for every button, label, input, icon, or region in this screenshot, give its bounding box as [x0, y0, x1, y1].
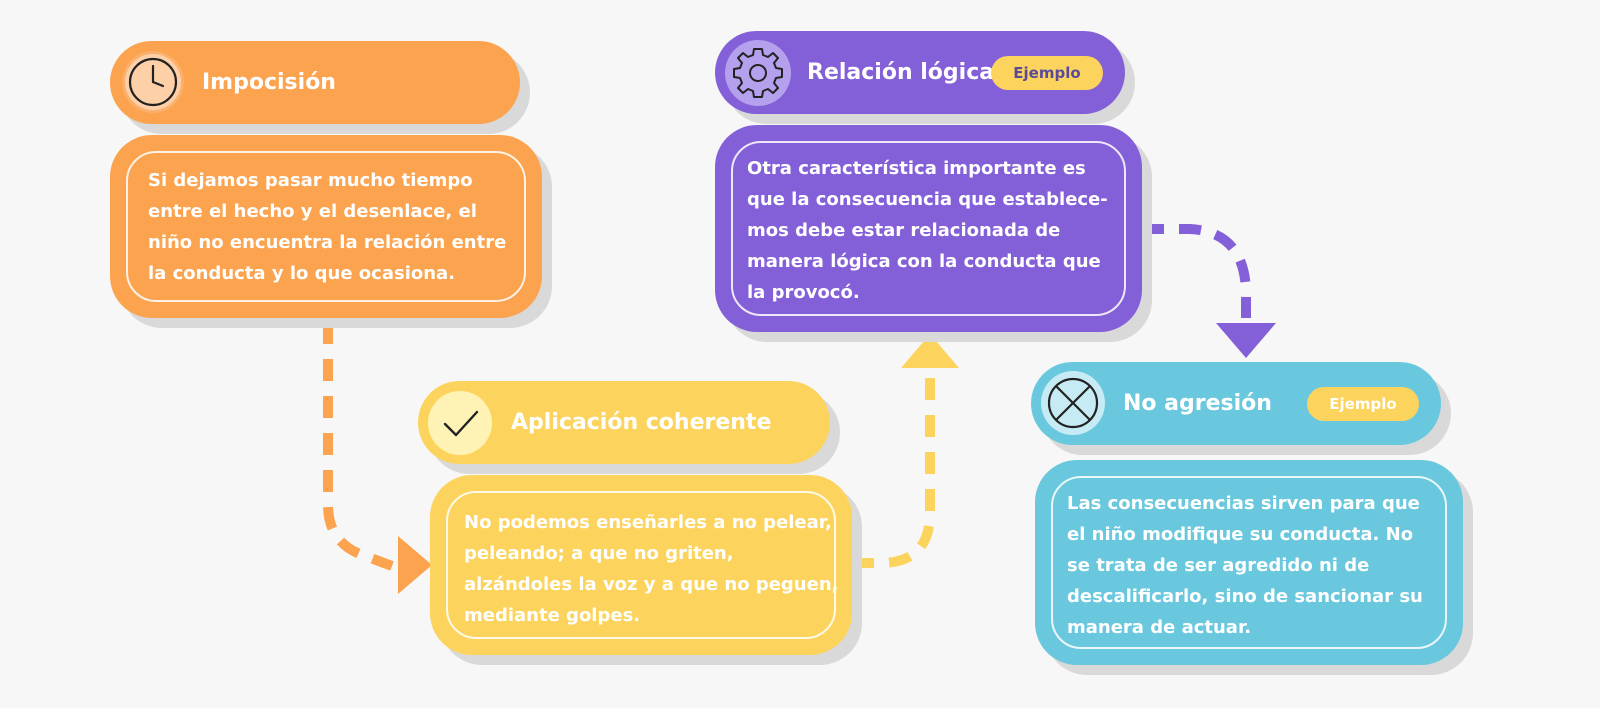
clock-icon	[122, 51, 184, 113]
step-title: Impocisión	[202, 70, 336, 95]
step-description: Si dejamos pasar mucho tiempo entre el h…	[148, 170, 507, 284]
connector-orange	[323, 322, 394, 571]
step-body-aplicacion-coherente: No podemos enseñarles a no pelear, pelea…	[430, 475, 852, 655]
body-inner-frame	[1051, 476, 1447, 649]
connector-purple	[1142, 224, 1252, 318]
step-body-impocision: Si dejamos pasar mucho tiempo entre el h…	[110, 135, 542, 318]
step-header-aplicacion-coherente: Aplicación coherente	[418, 381, 830, 464]
gear-icon	[725, 40, 791, 106]
x-circle-icon	[1041, 371, 1105, 435]
step-description: Las consecuencias sirven para que el niñ…	[1067, 493, 1423, 638]
example-badge[interactable]: Ejemplo	[991, 56, 1103, 90]
check-icon	[428, 391, 492, 455]
step-header-impocision: Impocisión	[110, 41, 520, 124]
step-title: Relación lógica	[807, 60, 995, 85]
step-title: Aplicación coherente	[511, 410, 772, 435]
step-title: No agresión	[1123, 391, 1272, 416]
step-body-relacion-logica: Otra característica importante es que la…	[715, 125, 1142, 332]
step-header-relacion-logica: Relación lógica Ejemplo	[715, 31, 1125, 114]
example-badge[interactable]: Ejemplo	[1307, 387, 1419, 421]
body-inner-frame	[446, 491, 836, 639]
arrowhead-orange	[398, 536, 432, 594]
connector-yellow	[852, 372, 935, 568]
arrowhead-purple	[1216, 323, 1276, 358]
step-header-no-agresion: No agresión Ejemplo	[1031, 362, 1441, 445]
step-body-no-agresion: Las consecuencias sirven para que el niñ…	[1035, 460, 1463, 665]
step-description: Otra característica importante es que la…	[747, 158, 1108, 303]
body-inner-frame	[731, 141, 1126, 316]
step-description: No podemos enseñarles a no pelear, pelea…	[464, 512, 839, 626]
arrowhead-yellow	[901, 334, 959, 368]
body-inner-frame	[126, 151, 526, 302]
